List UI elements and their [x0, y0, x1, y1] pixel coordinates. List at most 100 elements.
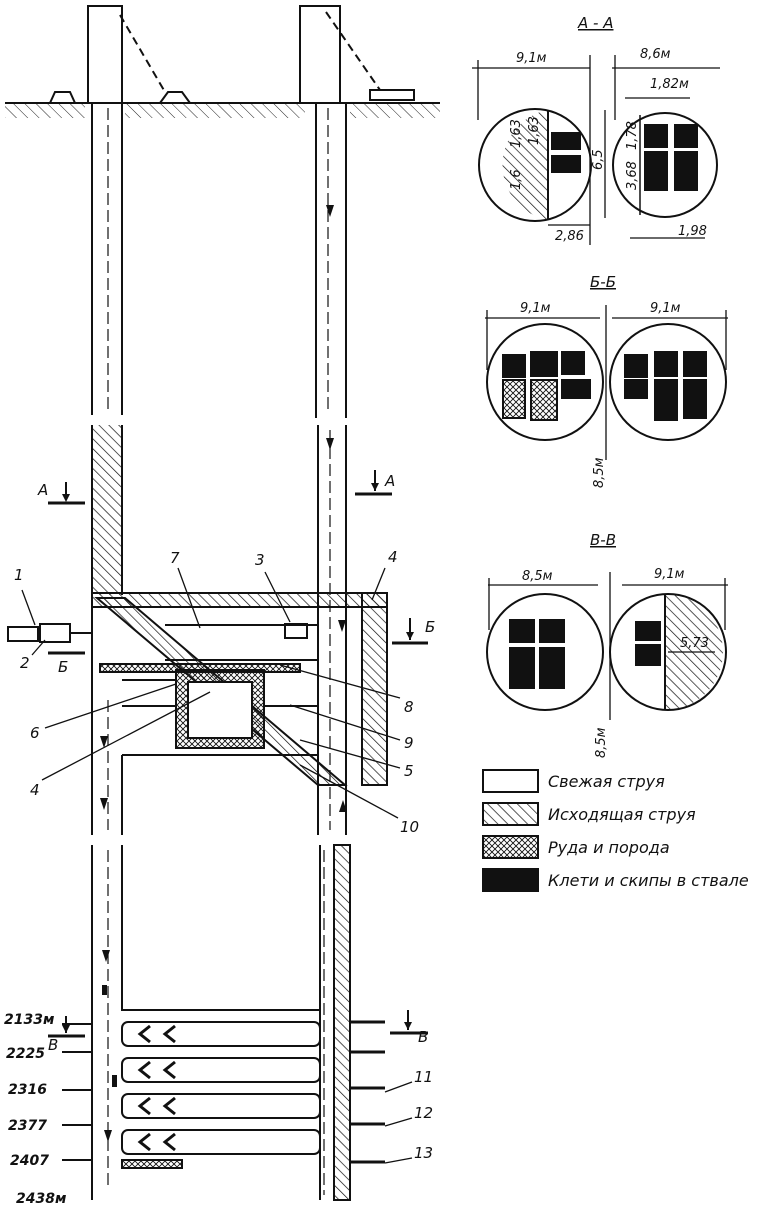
legend-exhaust-air: Исходящая струя — [548, 805, 696, 824]
dim-aa-left: 9,1м — [516, 51, 547, 66]
right-headframe — [299, 5, 341, 104]
callout-6: 6 — [30, 724, 40, 742]
level-2225: 2225 — [6, 1046, 45, 1062]
skip — [674, 151, 698, 191]
arrow-down — [338, 620, 346, 632]
callout-5: 5 — [404, 762, 414, 780]
ore-pile — [121, 1159, 183, 1169]
section-markers — [48, 470, 428, 1038]
dim-aa-inner-a: 1,63 — [527, 116, 542, 145]
drift-level — [121, 1129, 321, 1155]
legend-swatch-cross — [482, 835, 539, 859]
cage — [551, 132, 581, 150]
skip — [674, 124, 698, 148]
vertical-section — [5, 5, 440, 1201]
dim-aa-right: 8,6м — [640, 47, 671, 62]
surface-building — [48, 91, 77, 104]
section-bb — [485, 305, 728, 460]
skip-marker — [102, 985, 107, 995]
callout-13: 13 — [414, 1144, 433, 1162]
skip-marker — [112, 1075, 117, 1087]
arrow-down — [104, 1130, 112, 1142]
skip — [644, 151, 668, 191]
shaft-circle-left — [486, 593, 604, 711]
exhaust-compartment — [502, 110, 548, 220]
callout-8: 8 — [404, 698, 414, 716]
fan-unit — [7, 626, 39, 642]
section-aa-title: А - А — [577, 14, 613, 32]
marker-b-left: Б — [58, 658, 68, 676]
drift-level — [121, 1057, 321, 1083]
dim-aa-inner-d: 3,68 — [625, 161, 640, 190]
fan-motor — [39, 623, 71, 643]
legend-fresh-air: Свежая струя — [548, 772, 665, 791]
cage — [551, 155, 581, 173]
ore-bin-inner — [187, 681, 253, 739]
legend-ore-rock: Руда и порода — [548, 838, 670, 857]
arrow-down — [100, 798, 108, 810]
chamber-roof — [91, 592, 388, 608]
callout-7: 7 — [170, 549, 180, 567]
callout-4-left: 4 — [30, 781, 40, 799]
marker-b-right: Б — [425, 618, 435, 636]
callout-2: 2 — [20, 654, 30, 672]
legend-swatch-blank — [482, 769, 539, 793]
dim-bb-height: 8,5м — [592, 457, 607, 488]
dim-bb-left: 9,1м — [520, 301, 551, 316]
level-2407: 2407 — [10, 1153, 49, 1169]
dim-vv-height: 8,5м — [594, 727, 609, 758]
shaft-circle-right — [609, 323, 727, 441]
surface-building — [158, 91, 192, 104]
level-2438: 2438м — [16, 1191, 66, 1207]
hoist-rope — [119, 14, 166, 93]
ground-hatch — [350, 104, 440, 118]
marker-a-right: А — [384, 472, 395, 490]
legend-swatch-hatch — [482, 802, 539, 826]
skip — [644, 124, 668, 148]
ground-hatch — [5, 104, 85, 118]
dim-vv-right: 9,1м — [654, 567, 685, 582]
left-shaft-exhaust-zone — [92, 425, 122, 595]
hoist-rope — [325, 11, 381, 91]
dim-vv-left: 8,5м — [522, 569, 553, 584]
section-bb-title: Б-Б — [590, 273, 616, 291]
shaft-circle-left — [478, 108, 592, 222]
shaft-circle-right — [612, 112, 718, 218]
surface-building — [369, 89, 415, 101]
callout-3: 3 — [255, 551, 265, 569]
dim-aa-height: 6,5 — [591, 149, 606, 170]
leader-lines — [21, 567, 413, 1164]
section-aa — [472, 55, 720, 245]
legend-cages-skips: Клети и скипы в ствале — [548, 871, 749, 890]
dim-aa-bottom-right: 1,98 — [678, 224, 707, 239]
left-headframe — [87, 5, 123, 104]
section-vv-title: В-В — [590, 531, 616, 549]
legend-swatches — [482, 769, 539, 892]
arrow-down — [326, 205, 334, 217]
marker-a-left: А — [37, 481, 48, 499]
shaft-circle-left — [486, 323, 604, 441]
dim-aa-bottom-left: 2,86 — [555, 229, 584, 244]
section-vv — [486, 572, 728, 720]
dim-bb-right: 9,1м — [650, 301, 681, 316]
callout-1: 1 — [14, 566, 24, 584]
callout-9: 9 — [404, 734, 414, 752]
arrow-down — [326, 438, 334, 450]
dim-aa-inner-b: 1,6 — [509, 169, 524, 190]
ore-conveyor — [99, 663, 301, 673]
level-2377: 2377 — [8, 1118, 47, 1134]
arrow-up — [339, 800, 347, 812]
dim-aa-inner-c: 1,63 — [509, 119, 524, 148]
level-2133: 2133м — [4, 1012, 54, 1028]
level-2316: 2316 — [8, 1082, 47, 1098]
right-shaft-exhaust-lining — [333, 844, 351, 1201]
airflow-arrows — [100, 205, 347, 1142]
callout-11: 11 — [414, 1068, 433, 1086]
callout-4-top: 4 — [388, 548, 398, 566]
drift-level — [121, 1093, 321, 1119]
dim-aa-inner-e: 1,78 — [625, 121, 640, 150]
ground-hatch — [125, 104, 305, 118]
marker-v-right: В — [418, 1028, 428, 1046]
arrow-down — [100, 736, 108, 748]
